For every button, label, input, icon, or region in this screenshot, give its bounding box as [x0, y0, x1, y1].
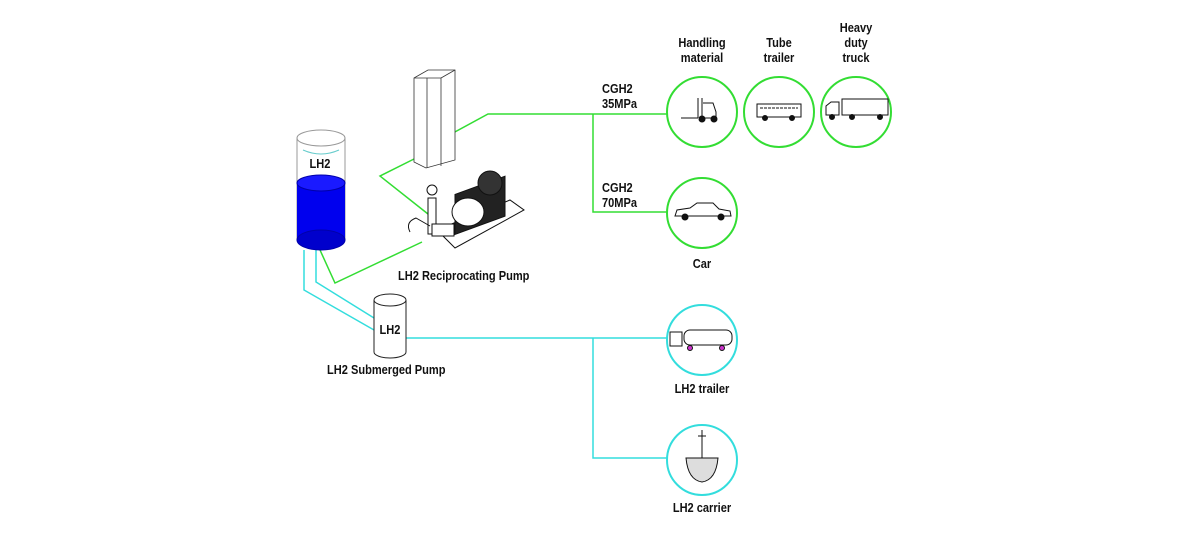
- gas-lines: [319, 113, 668, 285]
- tanker-truck-icon: [669, 329, 733, 351]
- cgh2-70mpa-label: CGH2 70MPa: [602, 180, 638, 210]
- submerged-pump-caption: LH2 Submerged Pump: [327, 362, 446, 377]
- cgh2-35mpa-label: CGH2 35MPa: [602, 81, 638, 111]
- bus-icon: [756, 103, 802, 121]
- forklift-icon: [681, 98, 718, 123]
- submerged-pump-tank-label: LH2: [379, 322, 401, 337]
- dispenser-cabinet: [413, 69, 456, 169]
- heavy-duty-truck-label: Heavy duty truck: [839, 20, 873, 65]
- tube-trailer-label: Tube trailer: [763, 35, 795, 65]
- lh2-trailer-label: LH2 trailer: [674, 381, 730, 396]
- liquid-lines: [303, 250, 668, 459]
- handling-material-label: Handling material: [678, 35, 726, 65]
- car-icon: [674, 202, 732, 221]
- lh2-carrier-label: LH2 carrier: [672, 500, 732, 515]
- car-label: Car: [692, 256, 712, 271]
- submerged-pump: [373, 293, 407, 359]
- ship-icon: [685, 430, 719, 483]
- truck-icon: [825, 98, 889, 120]
- reciprocating-pump: [408, 170, 525, 249]
- reciprocating-pump-caption: LH2 Reciprocating Pump: [398, 268, 530, 283]
- tank-label: LH2: [309, 156, 331, 171]
- lh2-storage-tank: [296, 129, 346, 251]
